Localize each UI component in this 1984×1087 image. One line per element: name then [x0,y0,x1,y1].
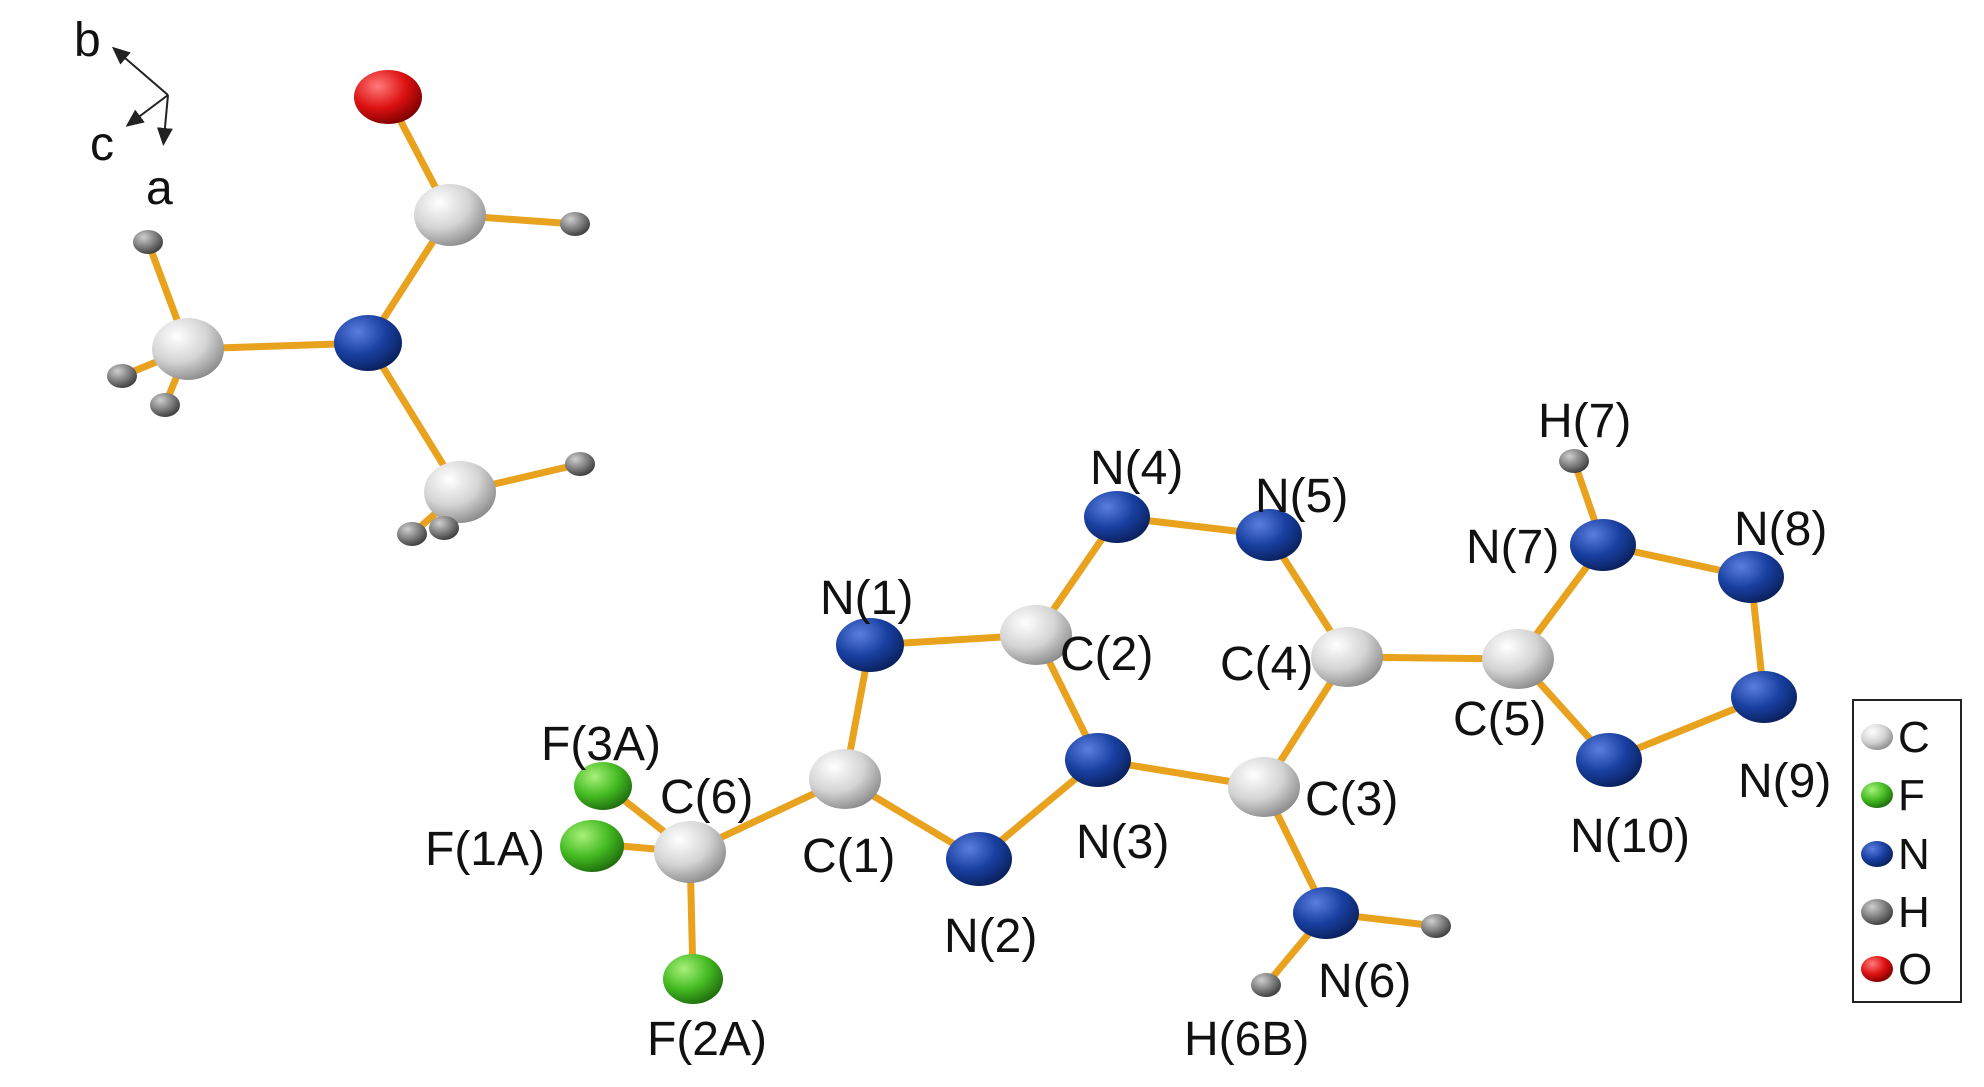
atom-N9 [1731,671,1797,723]
label-F2A: F(2A) [647,1013,767,1066]
axis-c-arrow [125,94,169,127]
atom-H [560,212,590,236]
label-C2: C(2) [1060,628,1153,681]
atom-N3 [1065,733,1131,787]
atom-N2 [946,832,1012,886]
atom-labels: N(1) N(2) N(3) N(4) N(5) N(6) N(7) N(8) … [425,395,1831,1066]
atom-H6B [1251,973,1281,997]
axis-label-b: b [74,14,101,67]
atom-C2 [1000,605,1072,665]
atom-N8 [1718,551,1784,603]
label-N3: N(3) [1076,816,1169,869]
label-F3A: F(3A) [541,718,661,771]
legend-swatch-F [1861,782,1893,808]
legend-swatch-H [1861,899,1893,925]
atom-H [133,230,163,254]
legend-item-O: O [1861,945,1932,994]
label-H6B: H(6B) [1184,1013,1309,1066]
atom-N5 [1236,509,1302,561]
atom-C [424,461,496,523]
legend-label-O: O [1898,945,1932,994]
label-N10: N(10) [1570,810,1690,863]
solvent-bonds [118,93,584,538]
atom-H [107,364,137,388]
label-N1: N(1) [820,572,913,625]
label-N6: N(6) [1318,955,1411,1008]
atom-H [429,516,459,540]
legend-item-N: N [1861,830,1930,879]
atom-N10 [1576,733,1642,787]
legend-label-N: N [1898,830,1930,879]
atom-C6 [654,821,726,883]
legend-label-C: C [1898,713,1930,762]
axis-indicator: b c a [74,14,173,215]
atom-F2A [663,954,723,1004]
legend-label-H: H [1898,888,1930,937]
label-C1: C(1) [802,830,895,883]
atom-F3A [574,762,632,810]
atom-C1 [809,749,881,809]
label-C3: C(3) [1305,773,1398,826]
legend-swatch-N [1861,841,1893,867]
legend-label-F: F [1898,771,1925,820]
legend-swatch-C [1861,724,1893,750]
legend-item-C: C [1861,713,1930,762]
label-F1A: F(1A) [425,823,545,876]
atom-N7 [1570,519,1636,571]
atom-H [1421,914,1451,938]
atom-H7 [1559,449,1589,473]
atom-C3 [1228,757,1300,817]
label-N4: N(4) [1090,442,1183,495]
atom-O [354,70,422,124]
label-N8: N(8) [1734,503,1827,556]
solvent-atoms [107,70,595,546]
label-N2: N(2) [944,910,1037,963]
label-N9: N(9) [1738,755,1831,808]
atom-C [152,318,224,380]
legend-item-H: H [1861,888,1930,937]
label-C5: C(5) [1453,693,1546,746]
atom-N4 [1084,491,1150,543]
label-N7: N(7) [1466,521,1559,574]
axis-b-arrow [111,46,169,96]
label-N5: N(5) [1255,470,1348,523]
label-C6: C(6) [660,771,753,824]
legend-item-F: F [1861,771,1925,820]
atom-H [150,393,180,417]
legend: C F N H O [1852,699,1962,1003]
atom-N1 [836,618,904,672]
atom-N [334,315,402,371]
molecule-atoms [560,449,1797,1004]
axis-a-arrow [156,94,173,146]
atom-H [565,452,595,476]
axis-label-c: c [90,118,114,171]
atom-H [397,522,427,546]
atom-N6 [1293,887,1359,939]
atom-C [414,184,486,246]
atom-C4 [1311,627,1383,687]
legend-swatch-O [1861,956,1893,982]
axis-label-a: a [146,162,173,215]
atom-C5 [1482,629,1554,689]
label-H7: H(7) [1538,395,1631,448]
atom-F1A [560,820,624,872]
label-C4: C(4) [1220,638,1313,691]
